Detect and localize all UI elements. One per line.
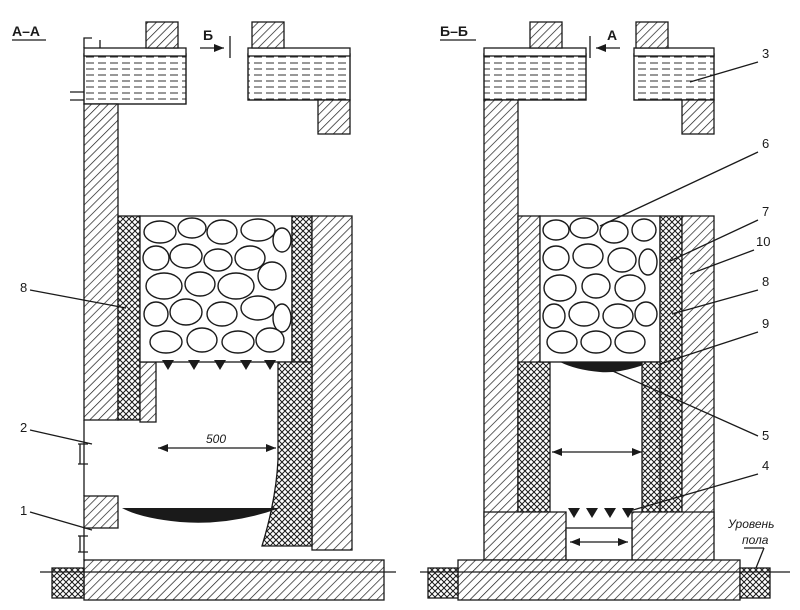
- floor-level-label-2: пола: [742, 533, 769, 547]
- callout-5: 5: [762, 428, 769, 443]
- ash-door: [78, 528, 88, 560]
- callout-6: 6: [762, 136, 769, 151]
- cut-label-a: А: [607, 27, 617, 43]
- firebox-door: [78, 420, 88, 496]
- callout-9: 9: [762, 316, 769, 331]
- water-tank-left: [70, 21, 351, 135]
- callout-4: 4: [762, 458, 769, 473]
- brick-wall-left: [83, 103, 119, 421]
- ash-pan-left: [122, 508, 280, 523]
- grate-left: [162, 360, 276, 370]
- grate-right: [560, 362, 652, 373]
- callout-2: 2: [20, 420, 27, 435]
- foundation-left: [83, 559, 385, 601]
- callout-8-right: 8: [762, 274, 769, 289]
- stones-right: [542, 217, 658, 354]
- dimension-500: 500: [158, 432, 276, 452]
- callout-7: 7: [762, 204, 769, 219]
- callout-8-left: 8: [20, 280, 27, 295]
- cut-label-b: Б: [203, 27, 213, 43]
- firebox-lining-a: [261, 361, 313, 547]
- brick-wall-right-a: [311, 215, 353, 551]
- ash-grate-b: [568, 508, 634, 518]
- callouts: 1 2 8 3 6 7 10 8 9 5 4 Уровень пола: [20, 46, 774, 569]
- section-b-b: Б–Б А: [420, 21, 790, 601]
- section-label-a-a: А–А: [12, 23, 40, 39]
- firebox-lining-b-left: [517, 361, 551, 513]
- cut-mark-b: Б: [200, 27, 231, 58]
- lining-right-a: [291, 215, 313, 363]
- brick-wall-right-b: [681, 215, 715, 531]
- callout-10: 10: [756, 234, 770, 249]
- cut-mark-a: А: [589, 27, 620, 58]
- callout-3: 3: [762, 46, 769, 61]
- brick-wall-left-b: [483, 99, 519, 531]
- callout-1: 1: [20, 503, 27, 518]
- dimension-label: 500: [206, 432, 226, 446]
- section-label-b-b: Б–Б: [440, 23, 468, 39]
- section-a-a: А–А Б: [12, 21, 396, 601]
- stones-left: [142, 217, 292, 354]
- lining-left: [117, 215, 141, 421]
- foundation-right: [457, 559, 741, 601]
- floor-level-label-1: Уровень: [727, 517, 774, 531]
- inner-dimension-b: [552, 448, 642, 456]
- water-tank-right: [483, 21, 715, 135]
